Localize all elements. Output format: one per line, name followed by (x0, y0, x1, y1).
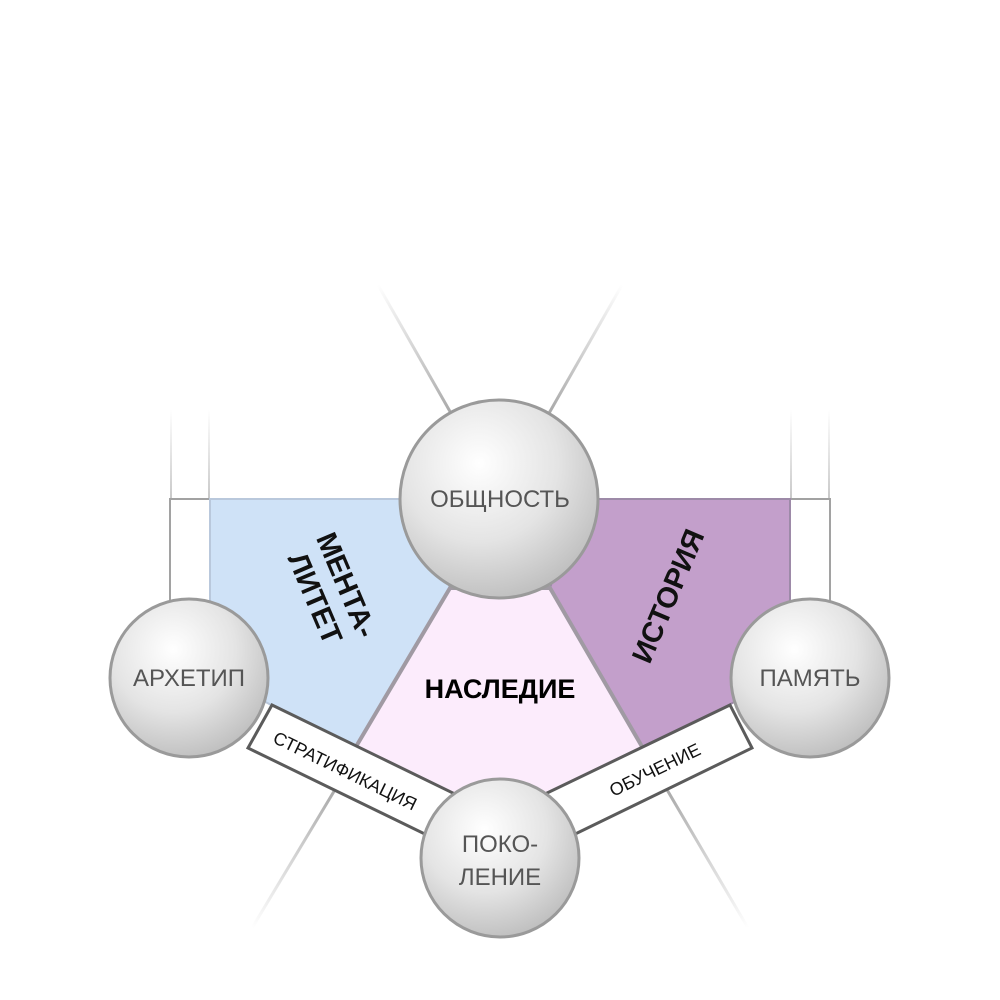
node-obshchnost-label: ОБЩНОСТЬ (430, 486, 570, 513)
node-arkhetip: АРХЕТИП (108, 597, 270, 759)
node-pokolenie: ПОКО- ЛЕНИЕ (419, 777, 581, 939)
nasledie-label: НАСЛЕДИЕ (425, 674, 576, 704)
node-pokolenie-label-line2: ЛЕНИЕ (459, 864, 541, 891)
node-pamyat-label: ПАМЯТЬ (760, 665, 861, 692)
node-obshchnost: ОБЩНОСТЬ (398, 398, 600, 600)
node-pokolenie-label-line1: ПОКО- (462, 831, 538, 858)
node-arkhetip-label: АРХЕТИП (133, 665, 245, 692)
guide-lines (100, 284, 900, 929)
node-pamyat: ПАМЯТЬ (729, 597, 891, 759)
outer-frame (169, 498, 831, 602)
